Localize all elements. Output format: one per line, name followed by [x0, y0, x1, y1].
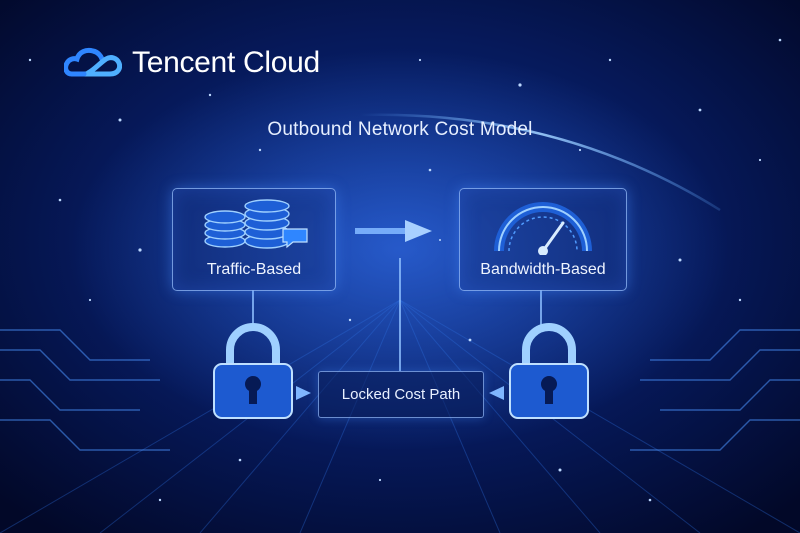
- bandwidth-based-label: Bandwidth-Based: [480, 261, 606, 278]
- chat-bubble-icon: [282, 228, 308, 249]
- speedometer-icon: [494, 202, 592, 255]
- coin-stack-icon: [204, 199, 290, 249]
- flow-arrow: [355, 220, 432, 242]
- locked-cost-path-label: Locked Cost Path: [341, 386, 461, 403]
- connector-lines: [252, 258, 542, 371]
- diagram-title: Outbound Network Cost Model: [267, 119, 533, 140]
- arrowhead-left: [296, 386, 311, 400]
- brand-name: Tencent Cloud: [132, 46, 320, 79]
- lock-icon: [213, 323, 293, 419]
- locked-cost-path-node: Locked Cost Path: [318, 371, 484, 418]
- lock-icon: [509, 323, 589, 419]
- bandwidth-based-node: Bandwidth-Based: [459, 188, 627, 291]
- cloud-infinity-icon: [64, 47, 122, 77]
- traffic-based-node: Traffic-Based: [172, 188, 336, 291]
- arrowhead-right: [489, 386, 504, 400]
- traffic-based-label: Traffic-Based: [206, 261, 302, 278]
- brand-logo: Tencent Cloud: [64, 40, 320, 86]
